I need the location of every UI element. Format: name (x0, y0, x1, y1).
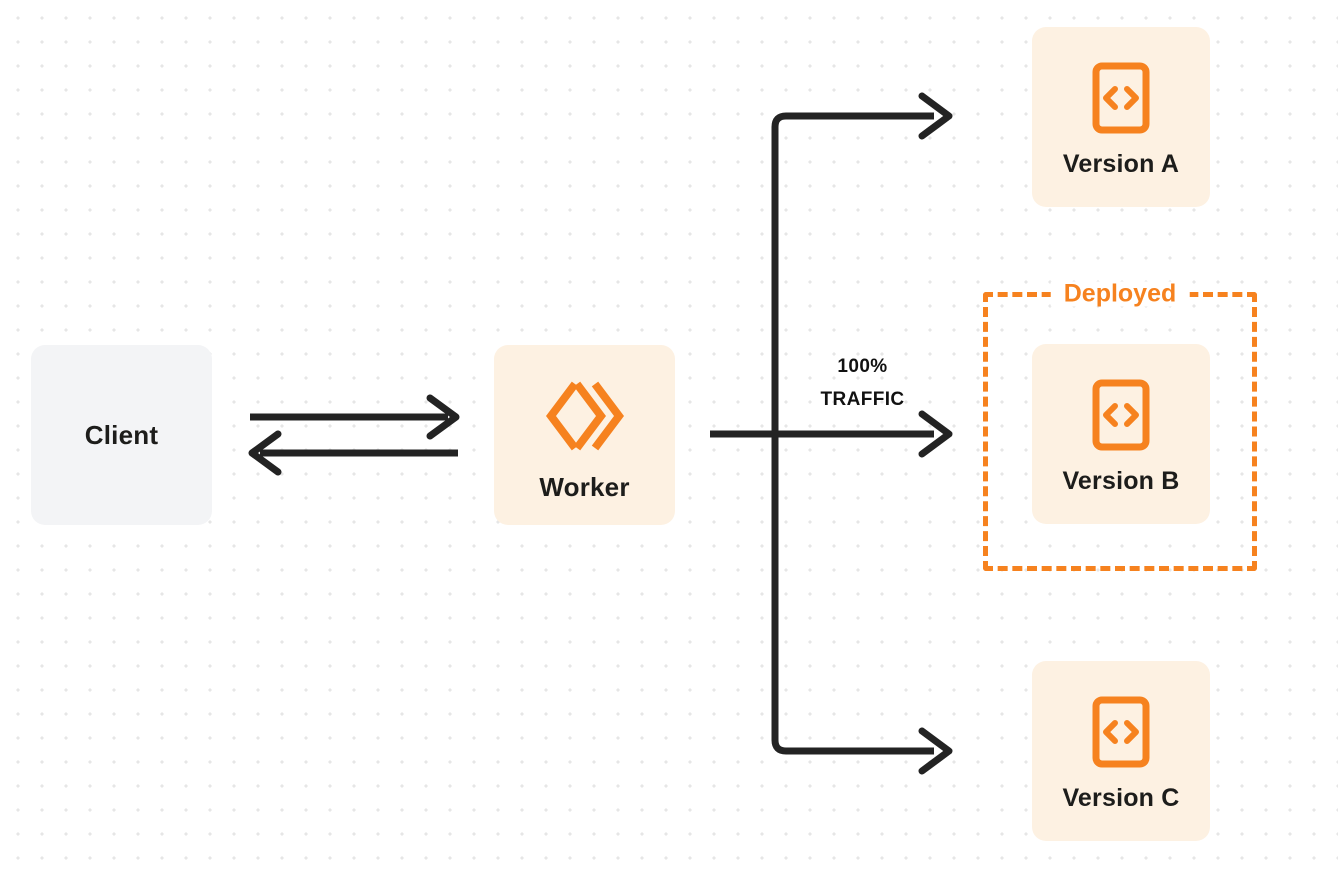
edge-client-to-worker (250, 394, 460, 440)
code-document-icon (1092, 696, 1150, 768)
node-version-c[interactable]: Version C (1032, 661, 1210, 841)
arrowhead-version-c (918, 727, 953, 775)
node-client-label: Client (84, 419, 159, 450)
edge-worker-to-client (248, 430, 458, 476)
group-deployed: Deployed (983, 281, 1257, 571)
traffic-percent: 100% (837, 356, 888, 377)
node-worker[interactable]: Worker (494, 345, 675, 525)
node-version-c-label: Version C (1062, 783, 1180, 812)
node-version-b-label: Version B (1062, 466, 1180, 495)
node-version-a[interactable]: Version A (1032, 27, 1210, 207)
cloudflare-workers-logo-icon (545, 376, 625, 456)
node-version-b[interactable]: Version B (1032, 344, 1210, 524)
traffic-label: 100% TRAFFIC (795, 350, 930, 417)
code-document-icon (1092, 379, 1150, 451)
code-document-icon (1092, 62, 1150, 134)
group-deployed-label: Deployed (1050, 281, 1190, 307)
node-worker-label: Worker (539, 471, 630, 502)
edge-worker-to-version-b (710, 410, 953, 458)
arrowhead-version-a (918, 92, 953, 140)
traffic-unit: TRAFFIC (820, 389, 905, 411)
node-version-a-label: Version A (1062, 149, 1180, 178)
node-client[interactable]: Client (31, 345, 212, 525)
